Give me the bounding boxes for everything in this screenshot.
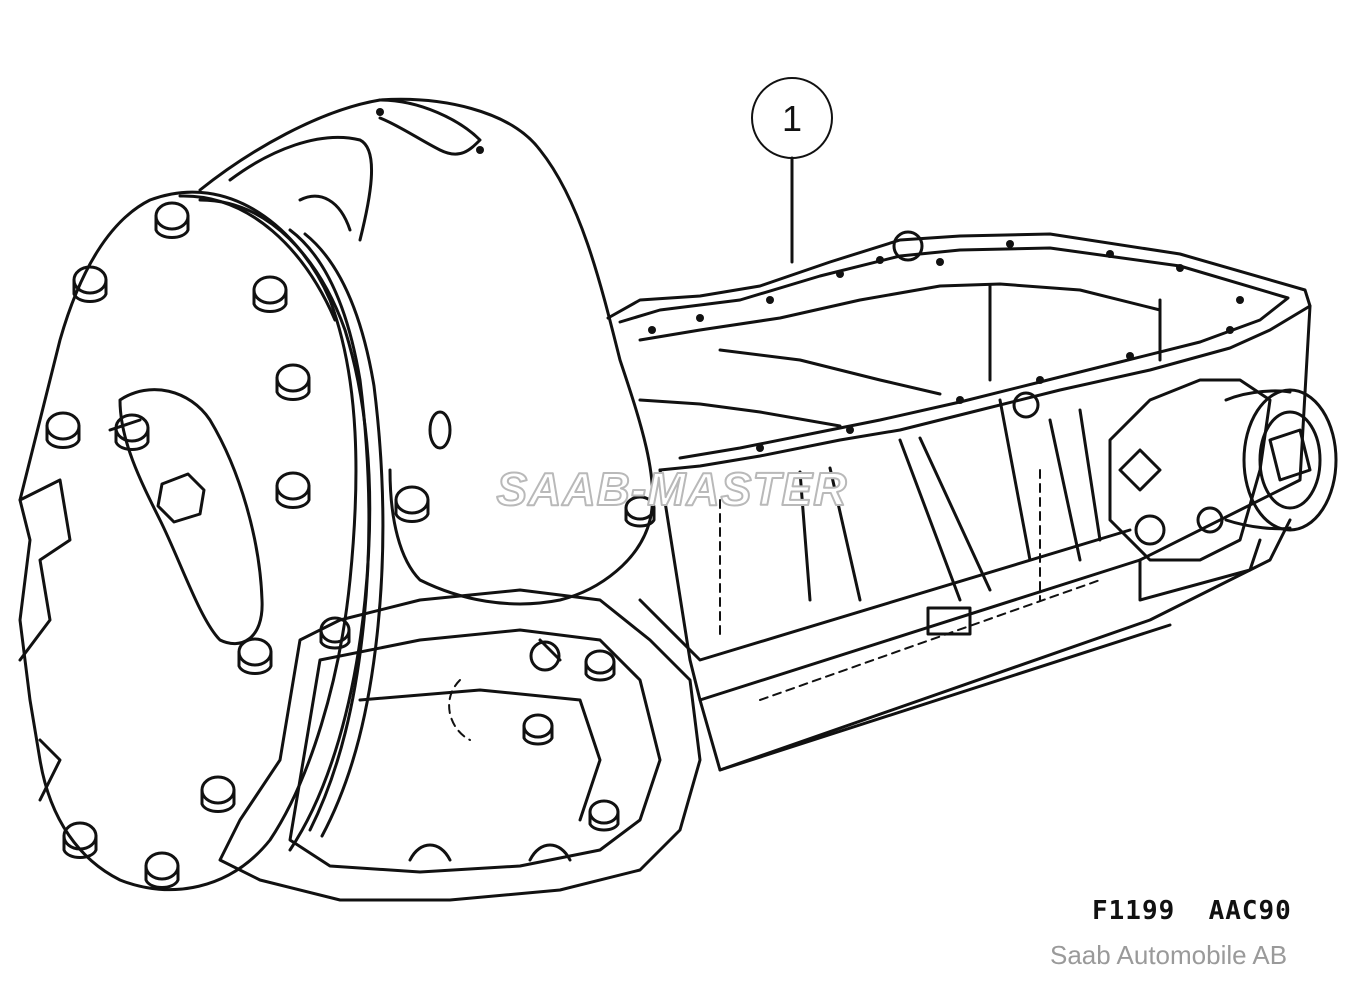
watermark-text: SAAB-MASTER [497,463,848,515]
torque-cover [18,190,385,892]
figure-code: F1199 AAC90 [1092,896,1292,926]
callout-number: 1 [782,98,802,139]
gearbox-body [606,230,1312,772]
callout-1: 1 [751,77,833,264]
bell-housing [198,97,655,606]
output-flange [1108,378,1338,602]
front-case [218,588,702,902]
copyright-text: Saab Automobile AB [1050,940,1288,970]
bolts [45,201,656,889]
